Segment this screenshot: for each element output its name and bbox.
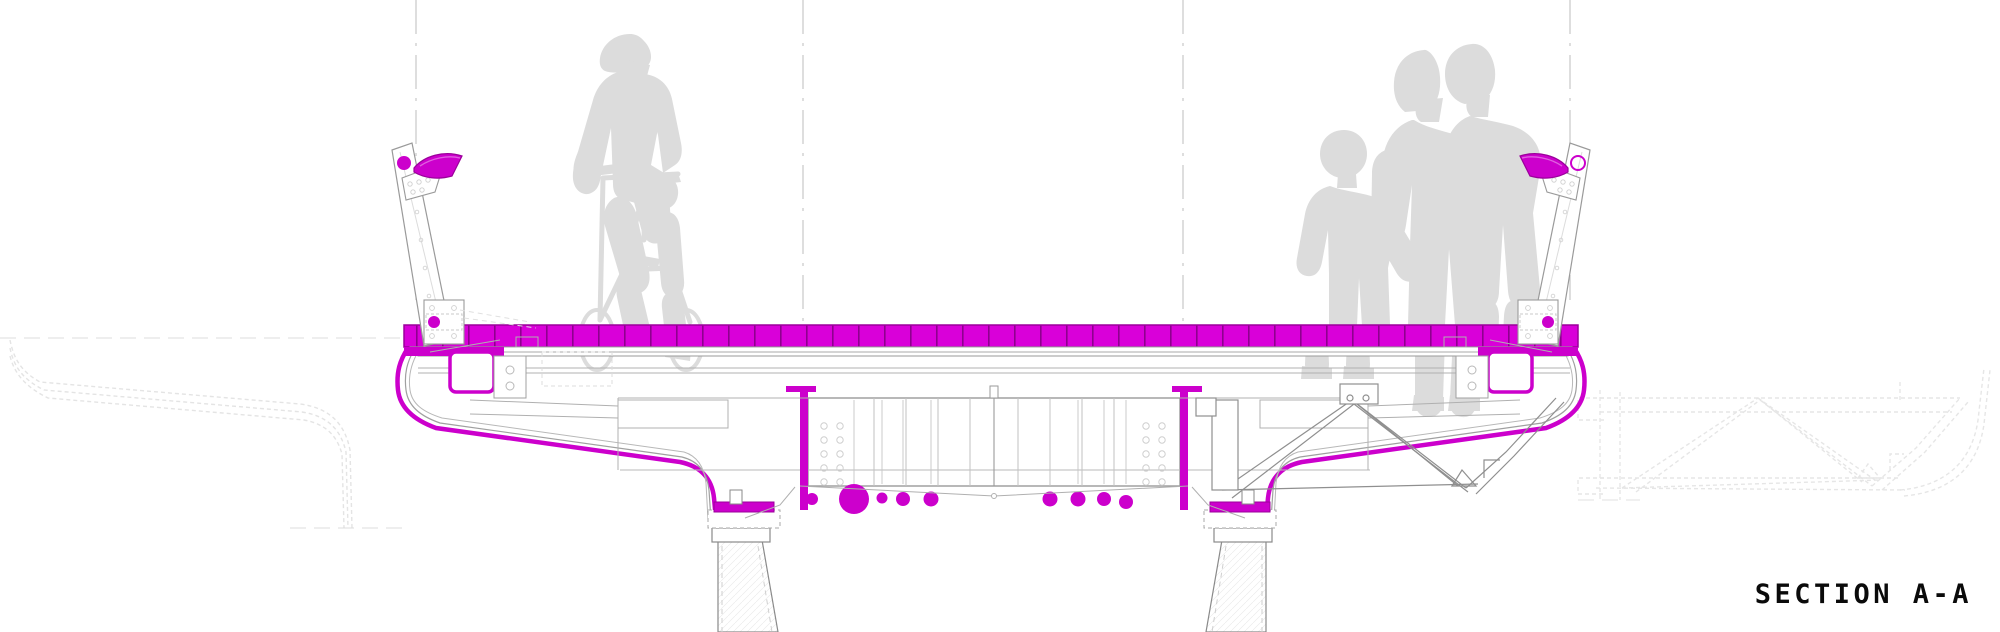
conduit-small-4 — [923, 491, 939, 507]
right-handrail — [1519, 153, 1569, 179]
conduit-large — [839, 484, 869, 514]
deck-surface[interactable] — [403, 324, 1579, 353]
bearing-right — [1203, 489, 1277, 529]
web-plate-left — [786, 386, 816, 510]
deck-edge-detail-left — [404, 336, 613, 399]
conduit-small-2 — [876, 492, 888, 504]
pier-right[interactable] — [1205, 527, 1273, 632]
web-plate-right — [1172, 386, 1202, 510]
conduit-small-5 — [1042, 491, 1058, 507]
bolt-hole-grid-right — [1142, 422, 1166, 486]
bolt-hole-grid-left — [820, 422, 844, 486]
figure-group — [572, 34, 1541, 418]
deck-soffit-left — [395, 346, 719, 521]
ghost-outline-left — [9, 339, 353, 529]
page-title: SECTION A-A — [1754, 579, 1972, 610]
conduit-small-6 — [1070, 491, 1086, 507]
right-railing-post[interactable] — [1517, 142, 1591, 347]
soffit-leaders — [744, 485, 1246, 519]
post-top-marker-left — [397, 156, 411, 170]
conduit-small-1 — [806, 493, 818, 505]
conduit-small-8 — [1119, 495, 1133, 509]
conduit-small-3 — [896, 492, 910, 506]
deck-soffit-right — [1263, 346, 1587, 521]
side-chamber-left — [469, 397, 808, 470]
construction-leaders — [459, 309, 537, 329]
cyclist-silhouette — [572, 34, 705, 372]
deck-edge-detail-right — [1443, 336, 1578, 399]
post-top-marker-right — [1570, 155, 1586, 171]
left-handrail — [413, 153, 463, 179]
bearing-left — [707, 489, 781, 529]
ghost-outline-right — [1577, 367, 1991, 500]
service-conduits — [806, 400, 1133, 514]
pier-left[interactable] — [711, 527, 779, 632]
ghost-dimension-left — [0, 337, 404, 529]
conduit-small-7 — [1097, 492, 1111, 506]
box-girder — [417, 351, 1570, 487]
truss-brace — [1195, 383, 1565, 499]
